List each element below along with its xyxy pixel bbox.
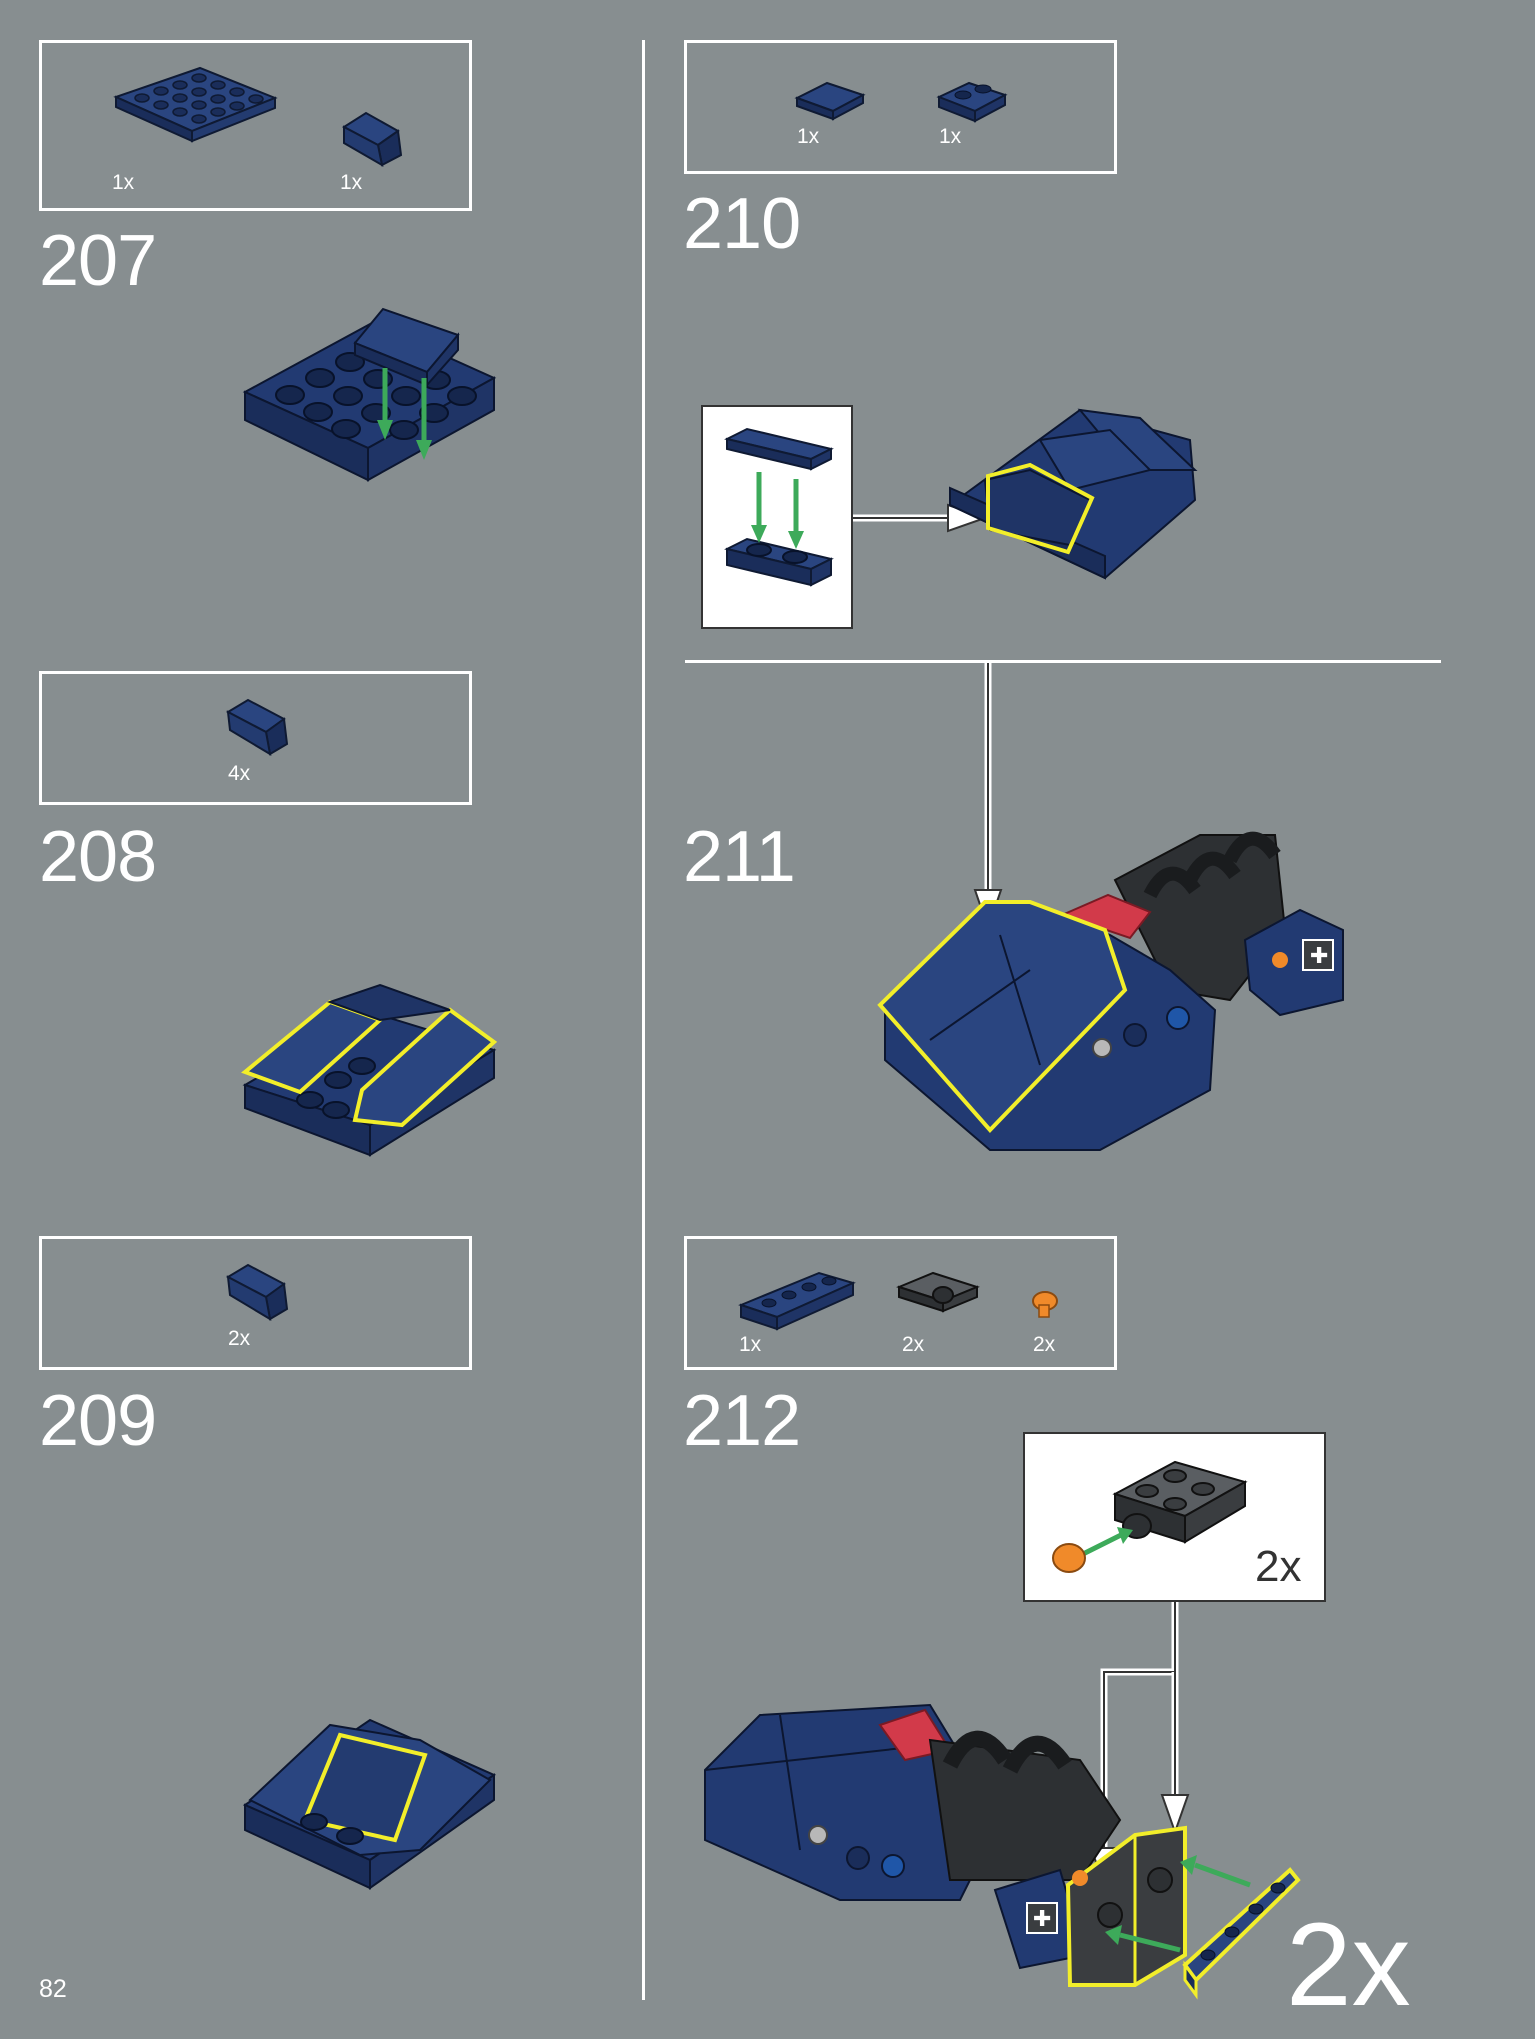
page-number: 82 [39, 1975, 67, 2003]
column-divider [642, 40, 645, 2000]
part-qty: 1x [939, 125, 962, 148]
parts-list-210: 1x 1x [684, 40, 1117, 174]
sub-assembly-inset-210 [701, 405, 853, 629]
row-divider [685, 660, 1441, 663]
step-number: 209 [39, 1381, 157, 1461]
part-qty: 1x [797, 125, 820, 148]
slope-tile-icon [225, 1263, 289, 1321]
sub-assembly-inset-212: 2x [1023, 1432, 1326, 1602]
slope-tile-icon [342, 111, 403, 167]
inset-qty: 2x [1255, 1542, 1302, 1591]
part-qty: 1x [112, 171, 135, 194]
part-qty: 2x [902, 1333, 925, 1356]
bracket-plate-icon [896, 1271, 980, 1313]
part-qty: 1x [340, 171, 363, 194]
plate-4x4-icon [113, 66, 278, 143]
svg-text:✚: ✚ [1310, 944, 1328, 969]
part-qty: 2x [1033, 1333, 1056, 1356]
plate-1x4-icon [738, 1271, 856, 1331]
pin-orange-icon [1032, 1291, 1058, 1318]
svg-text:✚: ✚ [1033, 1907, 1051, 1932]
part-qty: 4x [228, 762, 251, 785]
parts-list-212: 1x 2x 2x [684, 1236, 1117, 1370]
part-qty: 2x [228, 1327, 251, 1350]
tile-1x2-icon [794, 81, 866, 121]
step-number: 210 [683, 184, 801, 264]
assembly-qty: 2x [1286, 1899, 1411, 2031]
part-qty: 1x [739, 1333, 762, 1356]
step-number: 211 [683, 817, 796, 897]
plate-1x2-icon [936, 81, 1008, 123]
step-number: 208 [39, 817, 157, 897]
slope-tile-icon [225, 698, 289, 756]
step-number: 212 [683, 1381, 801, 1461]
parts-list-208: 4x [39, 671, 472, 805]
parts-list-207: 1x 1x [39, 40, 472, 211]
step-number: 207 [39, 221, 157, 301]
parts-list-209: 2x [39, 1236, 472, 1370]
